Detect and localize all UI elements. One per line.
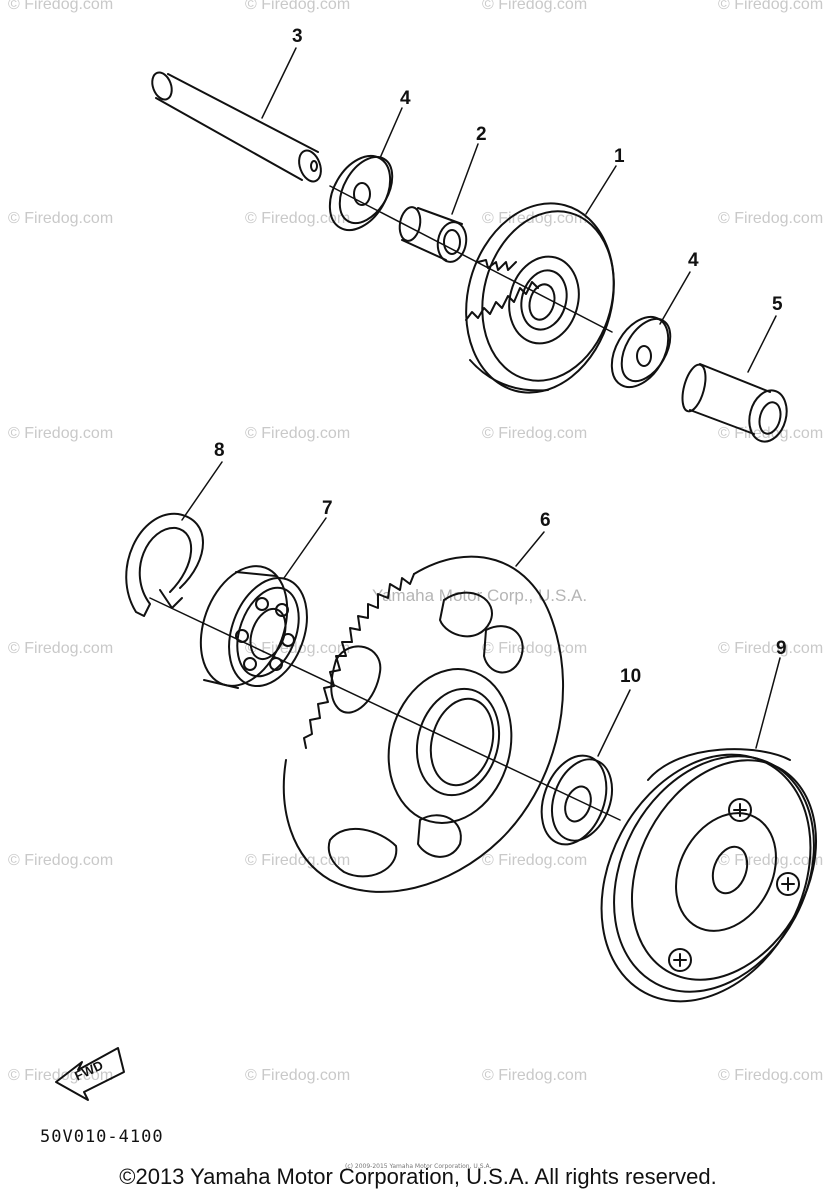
watermark: © Firedog.com [718,0,824,13]
watermark: © Firedog.com [482,425,588,442]
copyright-notice: ©2013 Yamaha Motor Corporation, U.S.A. A… [119,1164,717,1189]
bushing-part-5 [681,363,788,443]
part-number-4: 4 [688,250,699,271]
diagram-code: 50V010-4100 [40,1127,164,1147]
shaft-part-3 [151,71,322,183]
watermark: © Firedog.com [245,210,351,227]
watermark: © Firedog.com [8,1067,114,1084]
part-number-1: 1 [614,146,625,167]
gear-part-6 [282,555,564,893]
watermark: © Firedog.com [718,852,824,869]
circlip-part-8 [125,512,204,617]
part-number-5: 5 [772,294,783,315]
watermark: © Firedog.com [482,852,588,869]
watermark: © Firedog.com [482,210,588,227]
leader-lines [181,47,781,757]
watermark: © Firedog.com [482,1067,588,1084]
watermark: © Firedog.com [718,1067,824,1084]
part-number-10: 10 [620,666,642,687]
watermark: © Firedog.com [8,852,114,869]
watermark: © Firedog.com [8,640,114,657]
fwd-arrow-icon [55,1047,125,1101]
watermark: © Firedog.com [8,425,114,442]
part-number-2: 2 [476,124,487,145]
part-number-3: 3 [292,26,303,47]
washer-part-4-lower [610,315,672,389]
part-number-7: 7 [322,498,333,519]
part-number-4: 4 [400,88,411,109]
clutch-housing-part-9 [600,748,818,1003]
watermark: © Firedog.com [245,852,351,869]
watermark: © Firedog.com [245,1067,351,1084]
part-number-6: 6 [540,510,551,531]
gear-part-1 [465,202,615,394]
watermark: © Firedog.com [718,210,824,227]
watermark: © Firedog.com [245,640,351,657]
watermark: © Firedog.com [718,640,824,657]
watermark: © Firedog.com [8,210,114,227]
washer-part-4-upper [328,155,394,231]
watermark: © Firedog.com [245,425,351,442]
watermark: © Firedog.com [245,0,351,13]
part-number-8: 8 [214,440,225,461]
tiny-copyright-note: (c) 2009-2015 Yamaha Motor Corporation, … [345,1163,492,1170]
watermark: © Firedog.com [8,0,114,13]
part-number-9: 9 [776,638,787,659]
bearing-part-7 [199,565,308,689]
watermark: © Firedog.com [482,0,588,13]
collar-part-2 [398,206,468,263]
